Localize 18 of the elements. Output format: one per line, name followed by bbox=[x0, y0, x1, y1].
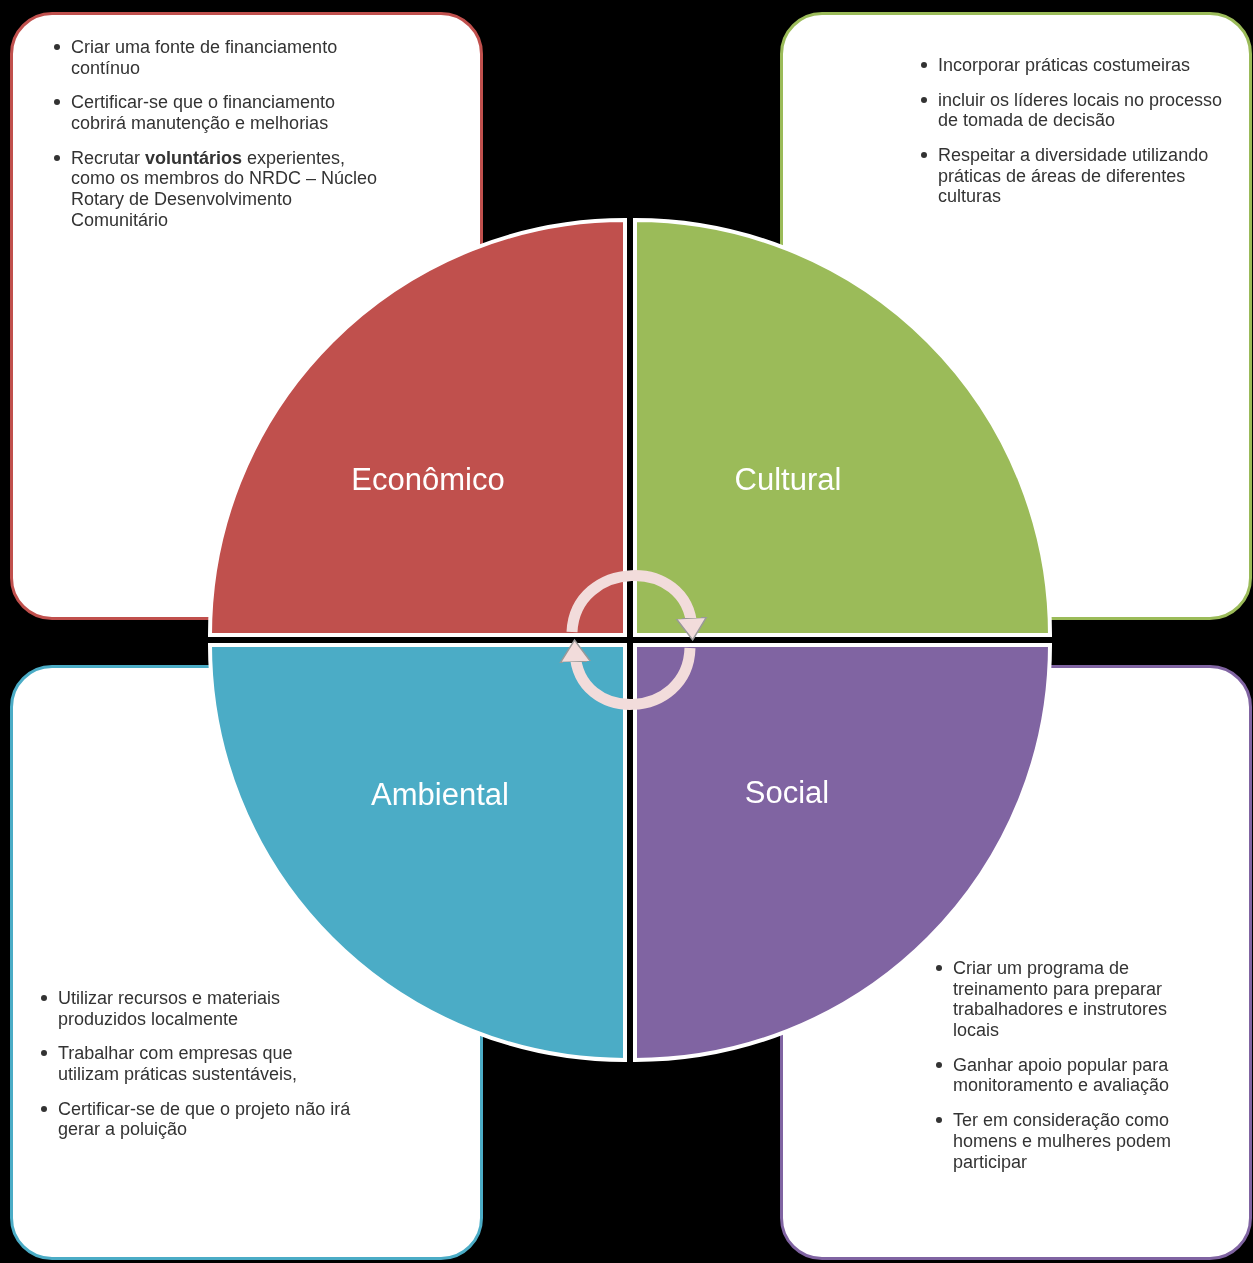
bullet-text: Criar uma fonte de financiamento contínuo bbox=[71, 37, 338, 78]
bullet-text: Ganhar apoio popular para monitoramento e avaliação bbox=[953, 1054, 1170, 1096]
bullet-text: Certificar-se que o financiamento cobrirá manutenção e melhorias bbox=[71, 92, 336, 134]
curved-arrow bbox=[566, 570, 706, 641]
bullet-text: Ter em consideração como homens e mulheres podem participar bbox=[953, 1110, 1172, 1172]
bullet-text: incluir os líderes locais no processo de tomada de decisão bbox=[938, 89, 1223, 131]
bullet-text: Respeitar a diversidade utilizando práticas de áreas de diferentes culturas bbox=[938, 145, 1209, 207]
bullet-text: Incorporar práticas costumeiras bbox=[938, 55, 1191, 75]
bullet-text: Utilizar recursos e materiais produzidos localmente bbox=[58, 988, 281, 1029]
curved-arrow bbox=[561, 639, 696, 710]
bullet-text: Trabalhar com empresas que utilizam práticas sustentáveis, bbox=[58, 1043, 298, 1085]
segment-label: Econômico bbox=[351, 462, 505, 498]
bullet-text: Certificar-se de que o projeto não irá gerar a poluição bbox=[58, 1098, 351, 1140]
segment-label: Cultural bbox=[734, 462, 842, 498]
segment-label: Social bbox=[744, 775, 830, 811]
bullet-text: Criar um programa de treinamento para preparar trabalhadores e instrutores locais bbox=[953, 958, 1168, 1041]
segment-label: Ambiental bbox=[371, 777, 509, 813]
bullet-text: Recrutar voluntários experientes, como os membros do NRDC – Núcleo Rotary de Desenvolvimento Comunitário bbox=[71, 147, 378, 230]
